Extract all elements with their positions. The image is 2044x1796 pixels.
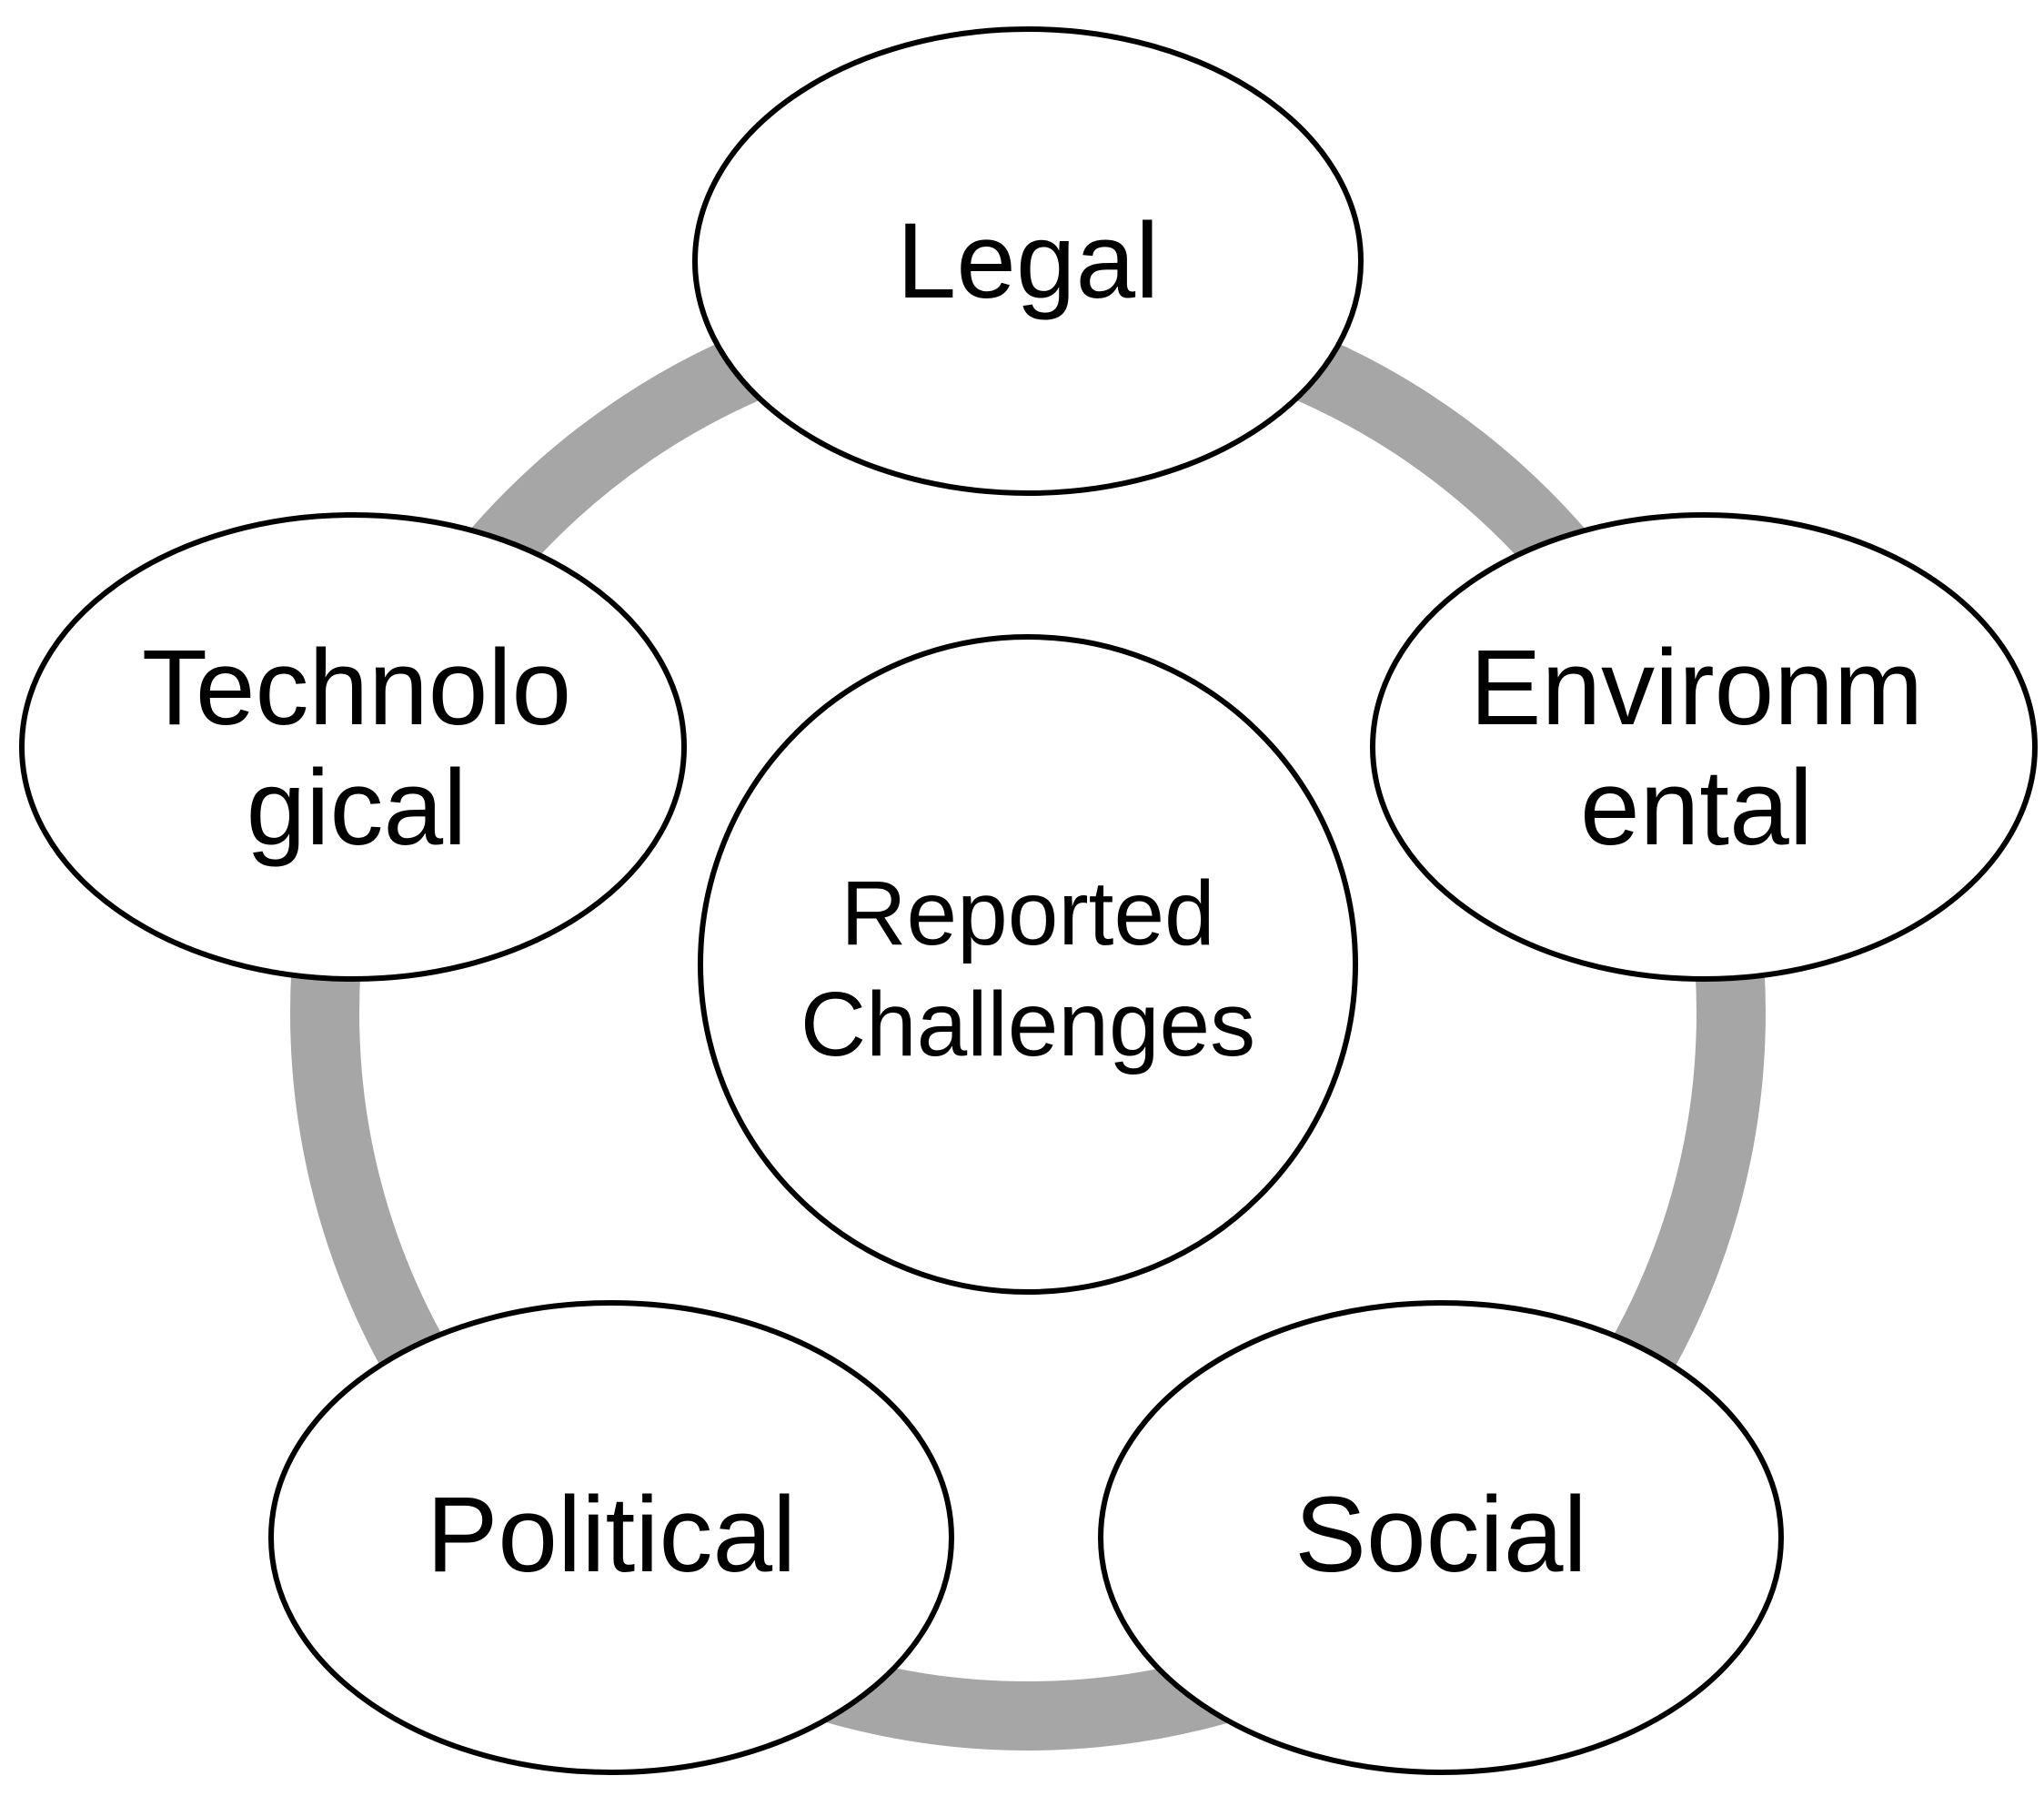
node-technological: Technolo gical: [19, 512, 687, 982]
node-environmental-ellipse: [1370, 512, 2038, 982]
node-political-label: Political: [427, 1475, 797, 1595]
node-technological-label-line-1: Technolo: [142, 628, 571, 748]
node-environmental-label-line-2: ental: [1580, 748, 1813, 868]
node-political-ellipse: [268, 1300, 954, 1775]
node-social: Social: [1098, 1300, 1784, 1775]
node-technological-ellipse: [19, 512, 687, 982]
node-environmental: Environm ental: [1370, 512, 2038, 982]
center-circle: [698, 634, 1358, 1295]
node-legal-label: Legal: [897, 201, 1160, 321]
node-legal-ellipse: [692, 26, 1364, 496]
node-social-label: Social: [1294, 1475, 1586, 1595]
center-label-line-1: Reported: [841, 863, 1214, 964]
node-technological-label-line-2: gical: [247, 748, 468, 868]
node-social-ellipse: [1098, 1300, 1784, 1775]
center-node: Reported Challenges: [698, 634, 1358, 1295]
node-legal: Legal: [692, 26, 1364, 496]
center-label-line-2: Challenges: [800, 974, 1255, 1075]
node-environmental-label-line-1: Environm: [1470, 628, 1923, 748]
node-political: Political: [268, 1300, 954, 1775]
